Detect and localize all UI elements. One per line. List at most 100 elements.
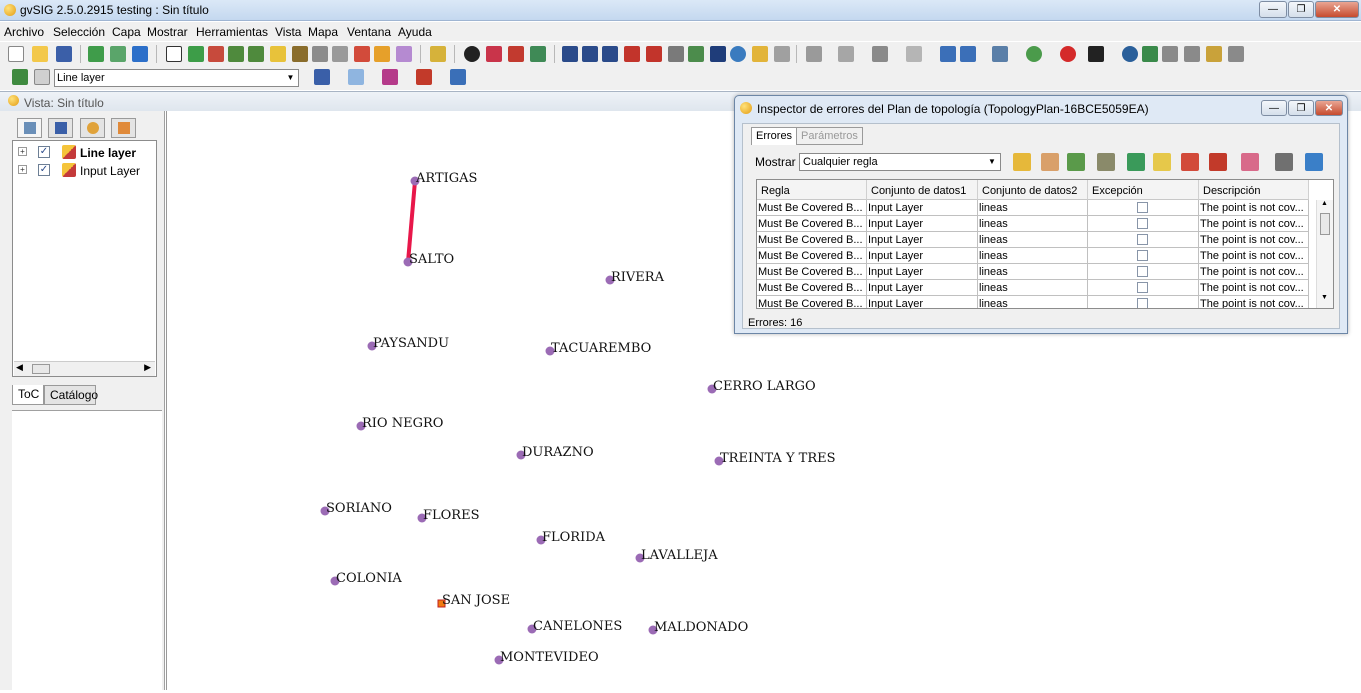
dialog-close-button[interactable]: ✕ xyxy=(1315,100,1343,116)
web-globe-icon[interactable] xyxy=(1122,46,1138,62)
warning-icon[interactable] xyxy=(1013,153,1031,171)
cell-dataset2[interactable]: lineas xyxy=(978,280,1088,296)
cell-dataset1[interactable]: Input Layer xyxy=(867,232,978,248)
print-preview-icon[interactable] xyxy=(940,46,956,62)
topology-icon[interactable] xyxy=(314,69,330,85)
point-feature-marker[interactable] xyxy=(605,275,615,285)
menu-vista[interactable]: Vista xyxy=(275,25,302,39)
zoom-out-icon[interactable] xyxy=(248,46,264,62)
exception-checkbox[interactable] xyxy=(1137,234,1148,245)
exception-checkbox[interactable] xyxy=(1137,250,1148,261)
point-feature-marker[interactable] xyxy=(714,456,724,466)
zoom-selection-icon[interactable] xyxy=(208,46,224,62)
refresh-icon[interactable] xyxy=(752,46,768,62)
window-icon[interactable] xyxy=(1184,46,1200,62)
pan-hand-icon[interactable] xyxy=(166,46,182,62)
grid-icon[interactable] xyxy=(872,46,888,62)
tools-icon[interactable] xyxy=(1088,46,1104,62)
cell-dataset1[interactable]: Input Layer xyxy=(867,280,978,296)
cell-regla[interactable]: Must Be Covered B... xyxy=(757,264,867,280)
toc-layers-tab[interactable] xyxy=(17,118,42,138)
tab-catalogo[interactable]: Catálogo xyxy=(44,385,98,405)
chevron-down-icon[interactable]: ▼ xyxy=(286,73,295,82)
new-document-icon[interactable] xyxy=(8,46,24,62)
edit-icon[interactable] xyxy=(838,46,854,62)
cell-descripcion[interactable]: The point is not cov... xyxy=(1199,280,1309,296)
save-icon[interactable] xyxy=(56,46,72,62)
cell-excepcion[interactable] xyxy=(1088,216,1199,232)
cell-excepcion[interactable] xyxy=(1088,232,1199,248)
scroll-thumb[interactable] xyxy=(32,364,50,374)
toc-shapes-tab[interactable] xyxy=(111,118,136,138)
exception-checkbox[interactable] xyxy=(1137,298,1148,308)
point-feature-marker[interactable] xyxy=(367,341,377,351)
column-header-dataset2[interactable]: Conjunto de datos2 xyxy=(978,180,1088,200)
cell-dataset2[interactable]: lineas xyxy=(978,248,1088,264)
layers-stack-icon[interactable] xyxy=(1067,153,1085,171)
point-feature-marker[interactable] xyxy=(320,506,330,516)
layer-name[interactable]: Line layer xyxy=(80,146,137,160)
user-icon[interactable] xyxy=(348,69,364,85)
cell-descripcion[interactable]: The point is not cov... xyxy=(1199,264,1309,280)
cell-dataset1[interactable]: Input Layer xyxy=(867,200,978,216)
column-header-dataset1[interactable]: Conjunto de datos1 xyxy=(867,180,978,200)
point-feature-marker[interactable] xyxy=(403,257,413,267)
scroll-thumb[interactable] xyxy=(1320,213,1330,235)
info-icon[interactable] xyxy=(464,46,480,62)
select-all-icon[interactable] xyxy=(668,46,684,62)
toc-disk-tab[interactable] xyxy=(80,118,105,138)
point-feature-marker[interactable] xyxy=(635,553,645,563)
cell-excepcion[interactable] xyxy=(1088,200,1199,216)
cell-excepcion[interactable] xyxy=(1088,264,1199,280)
snap-icon[interactable] xyxy=(906,46,922,62)
download-icon[interactable] xyxy=(132,46,148,62)
zoom-extent-icon[interactable] xyxy=(188,46,204,62)
layer-name[interactable]: Input Layer xyxy=(80,164,141,178)
error-point-marker[interactable] xyxy=(437,599,446,608)
cell-descripcion[interactable]: The point is not cov... xyxy=(1199,216,1309,232)
zoom-select-icon[interactable] xyxy=(354,46,370,62)
exception-checkbox[interactable] xyxy=(1137,202,1148,213)
point-feature-marker[interactable] xyxy=(330,576,340,586)
cell-dataset2[interactable]: lineas xyxy=(978,264,1088,280)
properties-icon[interactable] xyxy=(1097,153,1115,171)
picture-icon[interactable] xyxy=(1228,46,1244,62)
cell-descripcion[interactable]: The point is not cov... xyxy=(1199,296,1309,308)
add-layer-icon[interactable] xyxy=(88,46,104,62)
select-polygon-icon[interactable] xyxy=(602,46,618,62)
chevron-down-icon[interactable]: ▼ xyxy=(988,157,996,166)
scroll-up-icon[interactable]: ▲ xyxy=(1321,200,1328,207)
layer-visibility-checkbox[interactable]: ✓ xyxy=(38,164,50,176)
hyperlink-icon[interactable] xyxy=(530,46,546,62)
toc-database-tab[interactable] xyxy=(48,118,73,138)
menu-archivo[interactable]: Archivo xyxy=(4,25,45,39)
layer-visibility-checkbox[interactable]: ✓ xyxy=(38,146,50,158)
copy-icon[interactable] xyxy=(806,46,822,62)
menu-herramientas[interactable]: Herramientas xyxy=(196,25,269,39)
settings-gear-icon[interactable] xyxy=(1026,46,1042,62)
tab-parametros[interactable]: Parámetros xyxy=(796,127,863,145)
point-feature-marker[interactable] xyxy=(516,450,526,460)
point-feature-marker[interactable] xyxy=(545,346,555,356)
cell-regla[interactable]: Must Be Covered B... xyxy=(757,280,867,296)
column-header-descripcion[interactable]: Descripción xyxy=(1199,180,1309,200)
invert-selection-icon[interactable] xyxy=(688,46,704,62)
expand-icon[interactable]: + xyxy=(18,165,27,174)
cell-regla[interactable]: Must Be Covered B... xyxy=(757,248,867,264)
cell-dataset1[interactable]: Input Layer xyxy=(867,216,978,232)
list-icon[interactable] xyxy=(992,46,1008,62)
select-buffer-icon[interactable] xyxy=(646,46,662,62)
crosshair-icon[interactable] xyxy=(382,69,398,85)
scroll-down-icon[interactable]: ▼ xyxy=(1321,294,1328,301)
pan-to-error-icon[interactable] xyxy=(1127,153,1145,171)
rule-filter-combo[interactable]: Cualquier regla ▼ xyxy=(799,153,1001,171)
errors-table-scrollbar[interactable]: ▲ ▼ xyxy=(1316,200,1333,308)
toc-layer-line[interactable]: + ✓ Line layer xyxy=(18,144,158,160)
cell-dataset2[interactable]: lineas xyxy=(978,216,1088,232)
record-icon[interactable] xyxy=(416,69,432,85)
select-rect-icon[interactable] xyxy=(582,46,598,62)
menu-capa[interactable]: Capa xyxy=(112,25,141,39)
menu-mostrar[interactable]: Mostrar xyxy=(147,25,188,39)
search-document-icon[interactable] xyxy=(960,46,976,62)
